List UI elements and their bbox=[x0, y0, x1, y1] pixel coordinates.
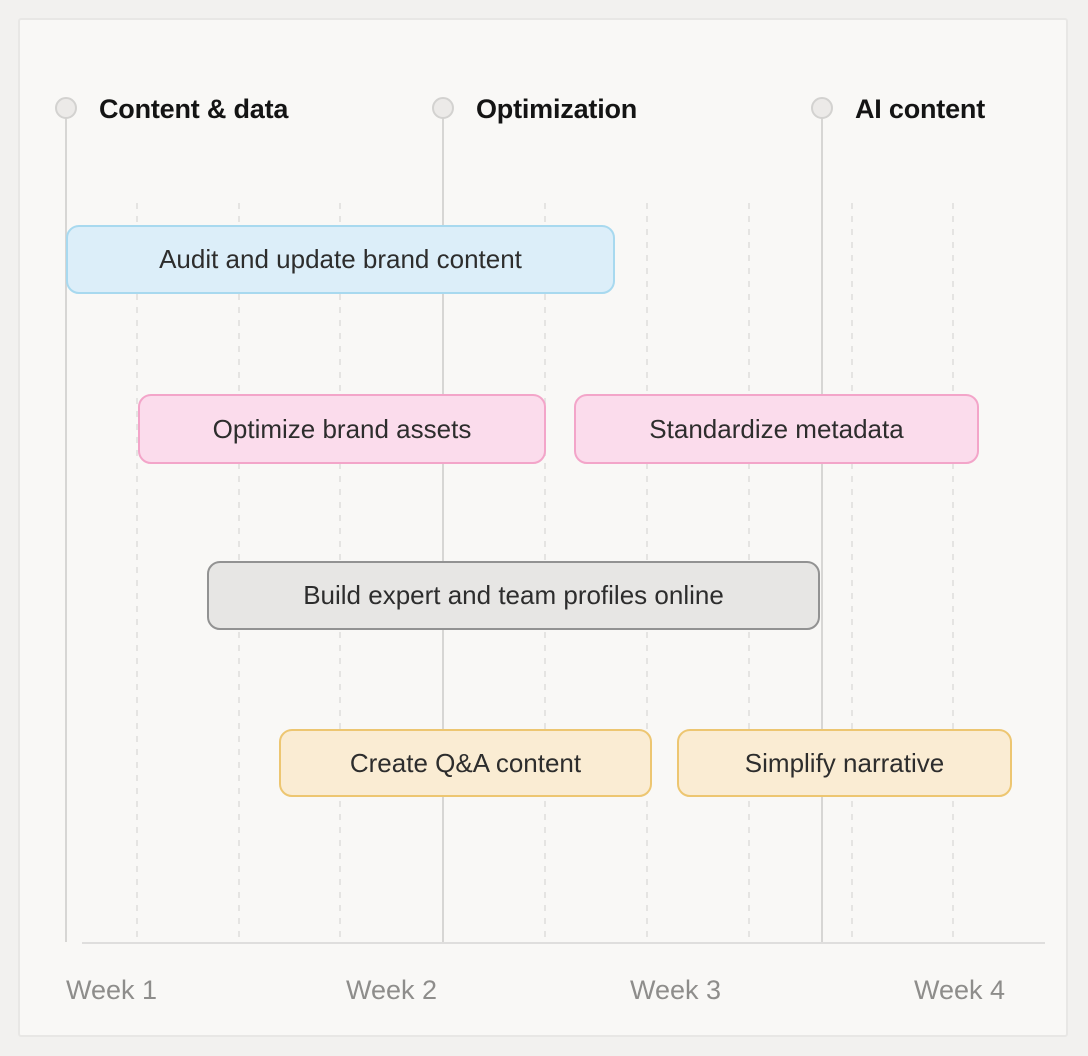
week-axis-label: Week 4 bbox=[914, 975, 1006, 1005]
week-labels-layer: Week 1 Week 2 Week 3 Week 4 bbox=[20, 20, 1066, 1035]
week-axis-label: Week 3 bbox=[630, 975, 722, 1005]
task-bar: Standardize metadata bbox=[574, 394, 979, 464]
week-axis-label: Week 1 bbox=[66, 975, 158, 1005]
timeline-baseline bbox=[82, 942, 1045, 944]
week-gridline bbox=[952, 203, 954, 942]
phase-label: Content & data bbox=[99, 94, 289, 124]
week-axis-label: Week 2 bbox=[346, 975, 438, 1005]
roadmap-card: Content & data Optimization AI content Aud… bbox=[18, 18, 1068, 1037]
task-bar: Build expert and team profiles online bbox=[207, 561, 820, 630]
task-bar: Audit and update brand content bbox=[66, 225, 615, 294]
task-bar: Create Q&A content bbox=[279, 729, 652, 797]
phase-lines-layer: Content & data Optimization AI content bbox=[20, 20, 1066, 1035]
phase-line bbox=[821, 117, 823, 942]
phase-marker-icon bbox=[55, 97, 77, 119]
week-gridline bbox=[136, 203, 138, 942]
phase-line bbox=[65, 117, 67, 942]
phase-marker-icon bbox=[811, 97, 833, 119]
task-bar: Optimize brand assets bbox=[138, 394, 546, 464]
phase-label: Optimization bbox=[476, 94, 638, 124]
task-bar: Simplify narrative bbox=[677, 729, 1012, 797]
week-gridline bbox=[851, 203, 853, 942]
phase-label: AI content bbox=[855, 94, 985, 124]
phase-line bbox=[442, 117, 444, 942]
phase-marker-icon bbox=[432, 97, 454, 119]
